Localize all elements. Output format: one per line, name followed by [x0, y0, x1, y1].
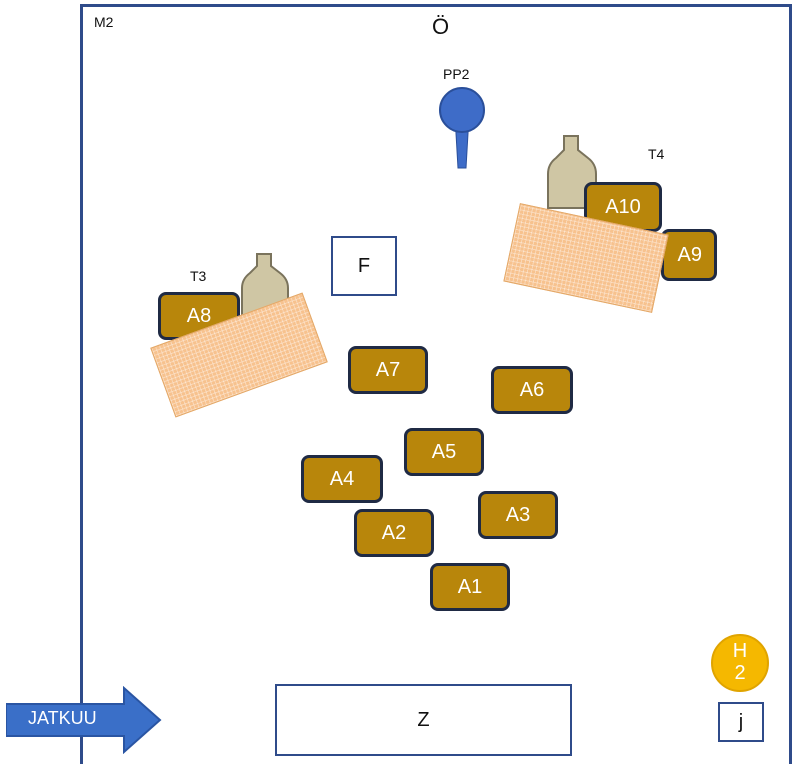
seat-a10-label: A10 — [605, 195, 641, 218]
t3-label: T3 — [190, 268, 207, 284]
map-id-label: M2 — [94, 14, 114, 30]
continue-arrow-label: JATKUU — [28, 708, 97, 728]
seat-a9: A9 — [661, 229, 717, 281]
seat-a5-label: A5 — [431, 440, 457, 463]
z-box: Z — [275, 684, 572, 756]
seat-a7: A7 — [348, 346, 428, 394]
seat-a2: A2 — [354, 509, 434, 557]
h2-badge: H 2 — [711, 634, 769, 692]
arrow-right-icon — [6, 686, 162, 754]
seat-a2-label: A2 — [381, 521, 407, 544]
pp-marker-icon — [439, 87, 485, 169]
h2-badge-bottom: 2 — [734, 662, 746, 684]
seat-a9-label: A9 — [677, 243, 702, 266]
seat-a1-label: A1 — [457, 575, 483, 598]
f-box: F — [331, 236, 397, 296]
north-label: Ö — [432, 14, 450, 39]
seat-a6: A6 — [491, 366, 573, 414]
seat-a3-label: A3 — [505, 503, 531, 526]
seat-a5: A5 — [404, 428, 484, 476]
seat-a4: A4 — [301, 455, 383, 503]
seat-a4-label: A4 — [329, 467, 355, 490]
j-box: j — [718, 702, 764, 742]
seat-a6-label: A6 — [519, 378, 545, 401]
seat-a8-label: A8 — [186, 304, 212, 327]
h2-badge-top: H — [732, 640, 748, 662]
floor-frame — [80, 4, 792, 764]
seat-a3: A3 — [478, 491, 558, 539]
t4-label: T4 — [648, 146, 665, 162]
seat-a1: A1 — [430, 563, 510, 611]
pp-label: PP2 — [443, 66, 470, 82]
seat-a7-label: A7 — [375, 358, 401, 381]
continue-arrow[interactable]: JATKUU — [6, 686, 162, 754]
